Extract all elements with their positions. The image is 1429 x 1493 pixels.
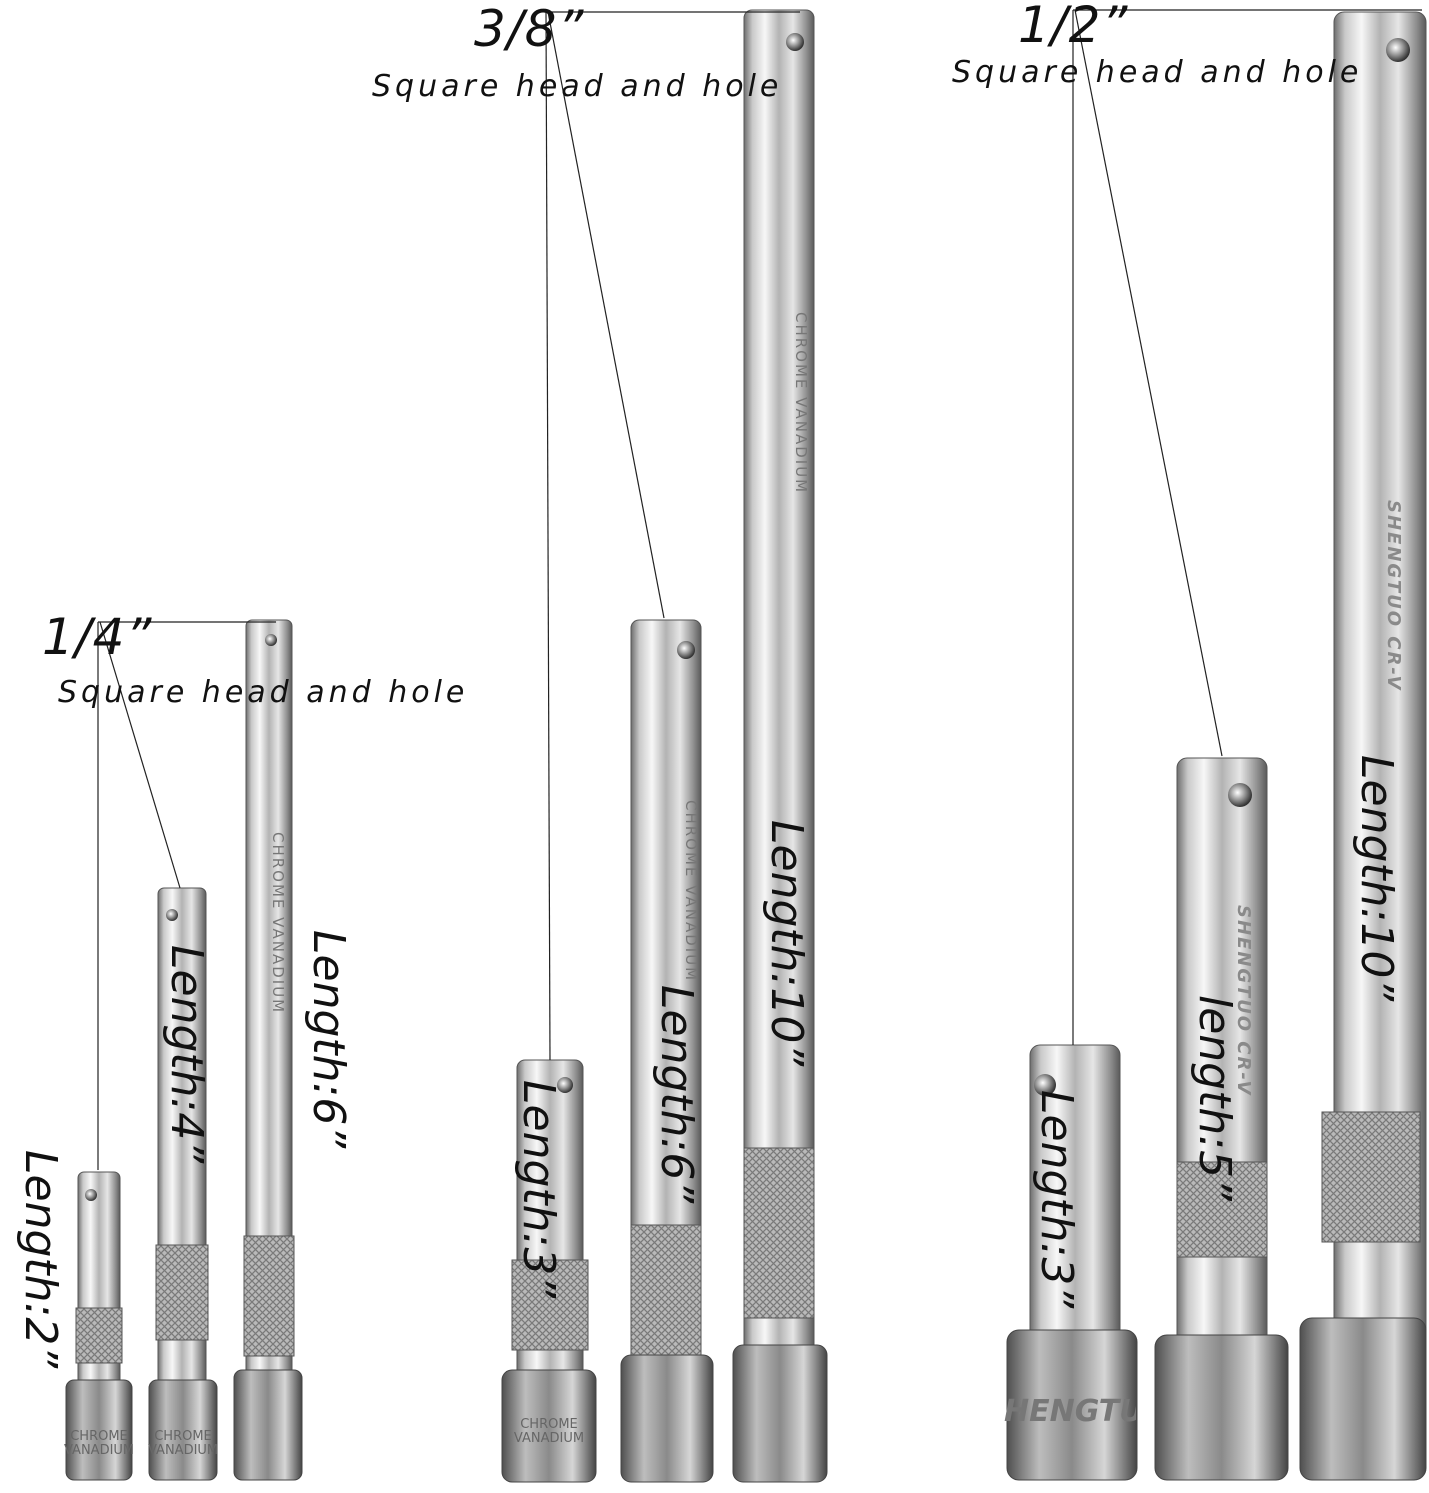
brand-mark-38-6in: CHROME VANADIUM (682, 800, 700, 983)
length-label-quarter-6in: Length:6” (303, 930, 354, 1149)
brand-mark-half-5in: SHENGTUO CR-V (1233, 905, 1254, 1097)
length-label-38-10in: Length:10” (761, 820, 812, 1067)
band-line-1: CHROME (154, 1429, 212, 1444)
band-line-2: VANADIUM (64, 1443, 135, 1459)
length-label-38-3in: Length:3” (513, 1080, 564, 1299)
band-text-half-3in: HENGTU (1004, 1395, 1136, 1428)
extension-bar-quarter-4in (148, 887, 218, 1481)
band-text-38-3in: CHROME VANADIUM (502, 1417, 596, 1447)
subtitle-half: Square head and hole (952, 55, 1363, 90)
subtitle-quarter: Square head and hole (58, 675, 469, 710)
extension-bar-half-3in (1006, 1044, 1138, 1481)
extension-bar-half-10in (1299, 11, 1427, 1481)
brand-mark-half-10in: SHENGTUO CR-V (1383, 500, 1404, 692)
extension-bar-38-6in (620, 619, 714, 1483)
band-text-quarter-2in: CHROME VANADIUM (64, 1429, 135, 1459)
band-text-quarter-4in: CHROME VANADIUM (148, 1429, 219, 1459)
band-line-1: CHROME (520, 1417, 578, 1432)
leader-lines (97, 9, 1422, 1170)
length-label-38-6in: Length:6” (651, 985, 702, 1204)
size-label-three-eighths: 3/8” (474, 0, 585, 58)
band-line-2: VANADIUM (148, 1443, 219, 1459)
band-line-2: VANADIUM (513, 1431, 585, 1447)
size-label-quarter: 1/4” (42, 608, 153, 666)
extension-bar-quarter-6in (233, 619, 303, 1481)
length-label-half-3in: Length:3” (1031, 1090, 1082, 1309)
size-label-half: 1/2” (1018, 0, 1129, 54)
length-label-half-5in: length:5” (1189, 995, 1240, 1201)
extension-bar-quarter-2in (65, 1171, 133, 1481)
brand-mark-38-10in: CHROME VANADIUM (792, 312, 810, 495)
extension-bar-half-5in (1154, 757, 1289, 1481)
length-label-quarter-2in: Length:2” (15, 1150, 66, 1369)
brand-mark-quarter-6in: CHROME VANADIUM (269, 832, 287, 1015)
extension-bar-38-10in (732, 9, 828, 1483)
band-line-1: CHROME (70, 1429, 128, 1444)
length-label-quarter-4in: Length:4” (161, 945, 212, 1164)
extension-bar-38-3in (501, 1059, 597, 1483)
length-label-half-10in: Length:10” (1351, 755, 1402, 1002)
subtitle-three-eighths: Square head and hole (372, 69, 783, 104)
